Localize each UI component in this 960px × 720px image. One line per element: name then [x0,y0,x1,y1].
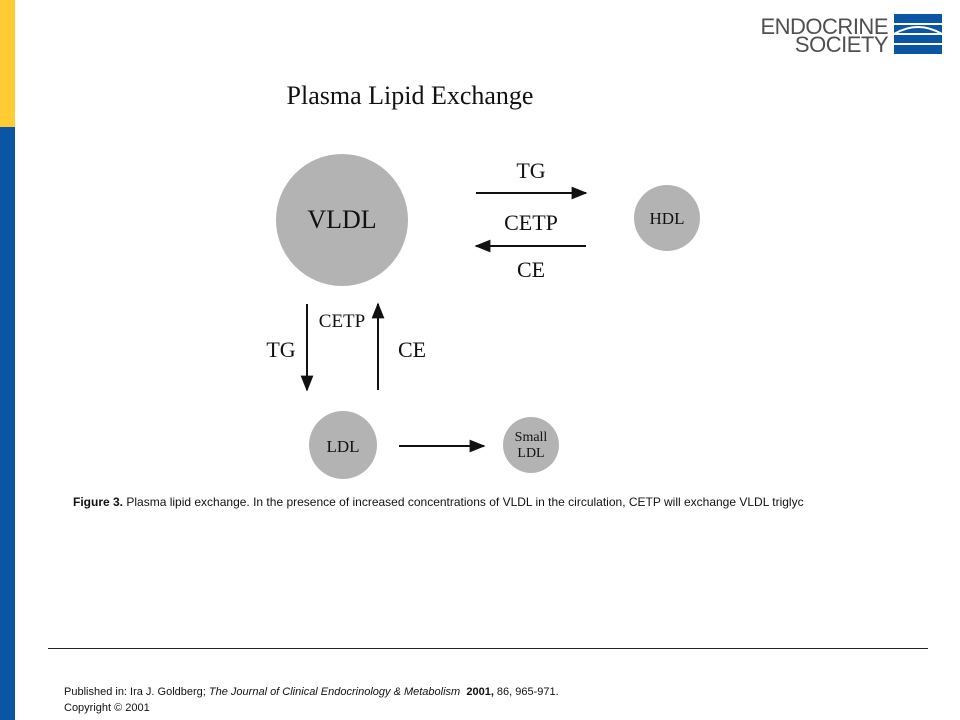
cetp-vertical-label: CETP [319,311,365,332]
citation-pages: 86, 965-971. [493,686,559,698]
sidebar-accent-yellow [0,0,15,127]
small-ldl-label-line1: Small [515,430,548,445]
vldl-label: VLDL [307,205,376,234]
hdl-label: HDL [650,209,685,228]
logo-text-line2: SOCIETY [794,32,889,57]
ldl-node [309,411,377,479]
tg-down-label: TG [266,337,295,362]
sidebar-accent-blue [0,127,15,720]
logo-text-line1: ENDOCRINE [760,14,888,39]
ldl-label: LDL [326,437,359,456]
published-prefix: Published in: Ira J. Goldberg; [64,686,209,698]
small-ldl-label-line2: LDL [517,446,544,461]
figure-caption: Figure 3. Plasma lipid exchange. In the … [73,495,960,509]
journal-name: The Journal of Clinical Endocrinology & … [208,686,461,698]
endocrine-society-logo-icon [894,14,942,54]
ce-left-label: CE [517,257,545,282]
publication-citation: Published in: Ira J. Goldberg; The Journ… [64,684,559,700]
ce-up-label: CE [398,337,426,362]
hdl-node [634,185,700,251]
endocrine-society-logo: ENDOCRINE SOCIETY [742,14,942,56]
figure-caption-text: Plasma lipid exchange. In the presence o… [123,495,804,509]
tg-right-label: TG [516,158,545,183]
copyright-notice: Copyright © 2001 [64,702,150,714]
plasma-lipid-exchange-diagram: Plasma Lipid Exchange VLDL HDL LDL Small… [266,81,700,479]
vldl-node [276,154,408,286]
diagram-title: Plasma Lipid Exchange [287,81,534,110]
publication-year: 2001, [466,686,494,698]
publication-footer: Published in: Ira J. Goldberg; The Journ… [64,684,559,716]
cetp-horizontal-label: CETP [504,210,558,235]
figure-caption-label: Figure 3. [73,495,124,509]
small-ldl-node [503,417,559,473]
footer-divider [48,648,928,649]
